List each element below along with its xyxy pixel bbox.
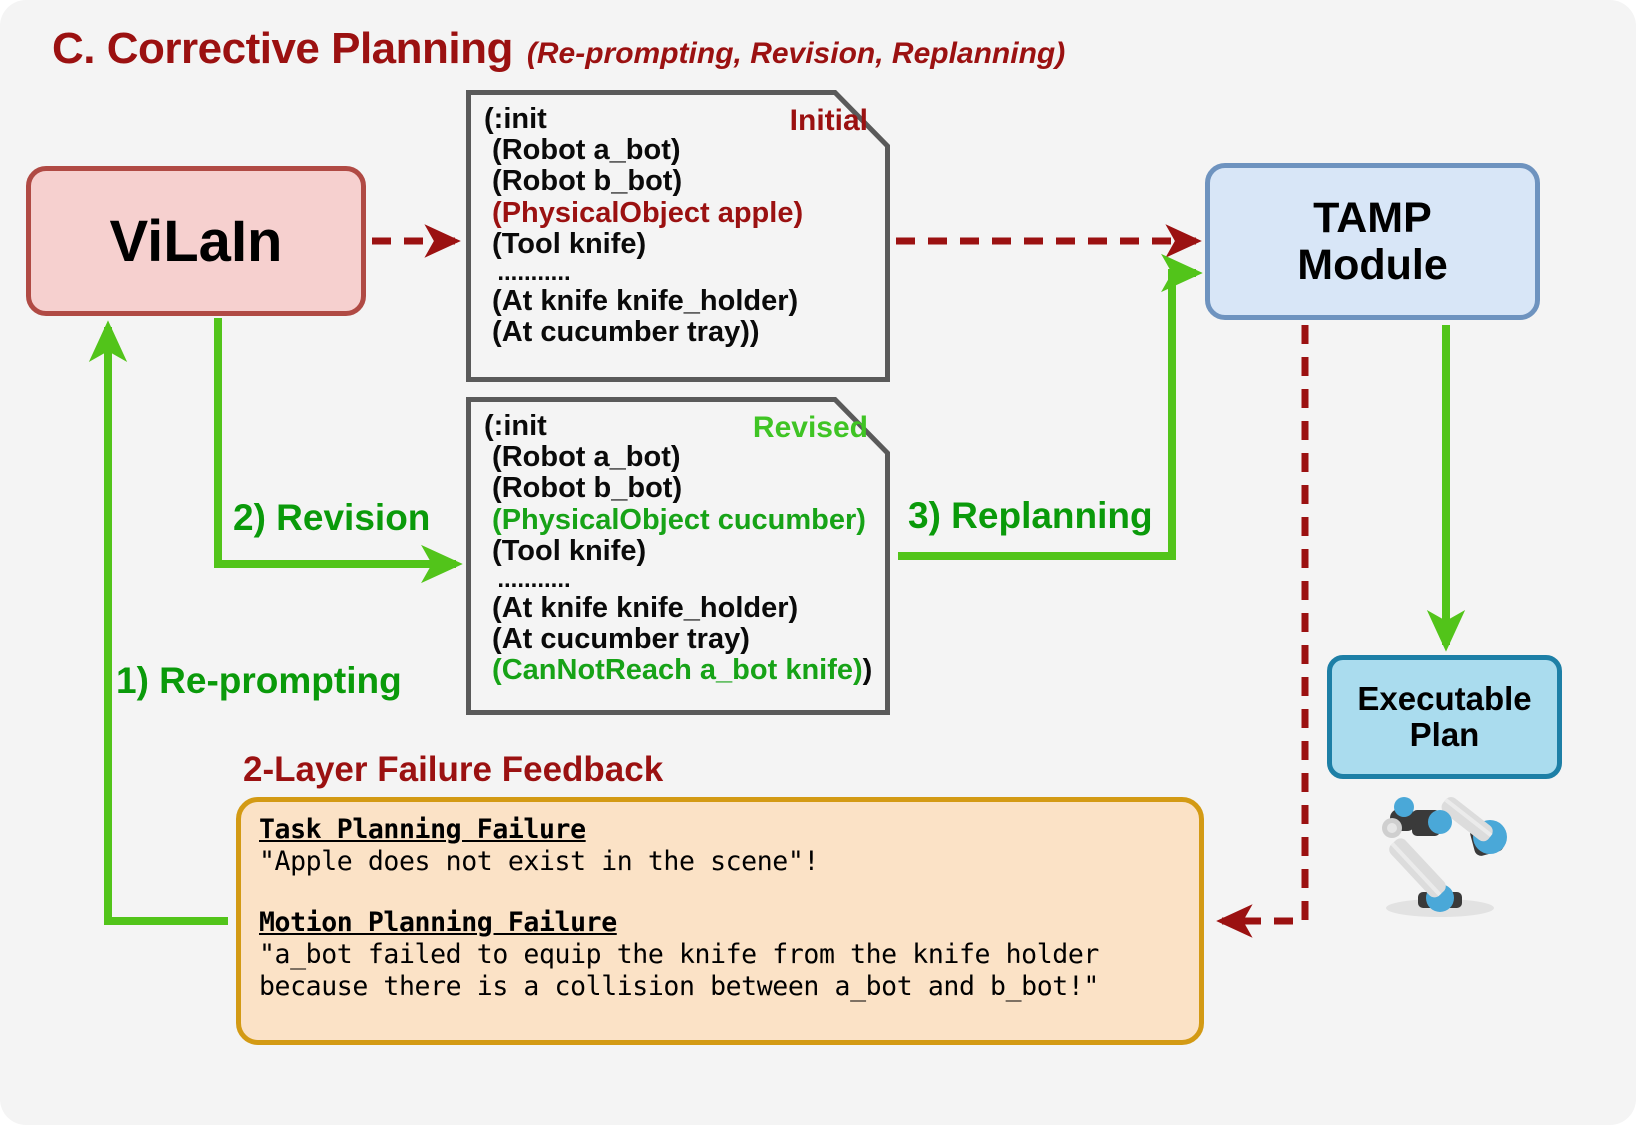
node-tamp-module[interactable]: TAMP Module bbox=[1205, 163, 1540, 320]
node-vilain[interactable]: ViLaIn bbox=[26, 166, 366, 316]
document-shape-revised bbox=[466, 397, 890, 715]
document-line: (Robot b_bot) bbox=[484, 472, 683, 505]
document-line: (At knife knife_holder) bbox=[484, 591, 799, 624]
section-title: C. Corrective Planning (Re-prompting, Re… bbox=[52, 24, 1065, 74]
node-tamp-label: TAMP Module bbox=[1297, 194, 1448, 289]
document-body-initial: (:init (Robot a_bot) (Robot b_bot) (Phys… bbox=[466, 90, 890, 348]
task-planning-failure-title: Task Planning Failure bbox=[259, 814, 586, 845]
document-line: (Tool knife) bbox=[484, 534, 647, 567]
label-reprompting: 1) Re-prompting bbox=[116, 660, 402, 701]
motion-planning-failure-text: "a_bot failed to equip the knife from th… bbox=[259, 938, 1099, 1003]
page-title: C. Corrective Planning bbox=[52, 24, 513, 73]
label-replanning: 3) Replanning bbox=[908, 495, 1153, 536]
feedback-spacer bbox=[259, 879, 1183, 907]
document-revised-problem[interactable]: Revised (:init (Robot a_bot) (Robot b_bo… bbox=[466, 397, 890, 715]
document-line: (At cucumber tray) bbox=[484, 622, 750, 655]
document-line: (CanNotReach a_bot knife)) bbox=[484, 654, 873, 686]
document-line: (Robot a_bot) bbox=[484, 134, 681, 167]
document-line: (:init bbox=[484, 410, 547, 442]
document-body-revised: (:init (Robot a_bot) (Robot b_bot) (Phys… bbox=[466, 397, 890, 686]
feedback-heading: 2-Layer Failure Feedback bbox=[243, 750, 664, 789]
feedback-panel[interactable]: Task Planning Failure "Apple does not ex… bbox=[236, 797, 1204, 1045]
document-line: (:init bbox=[484, 103, 547, 135]
document-line: (At cucumber tray)) bbox=[484, 315, 760, 348]
arrow-feedback-to-vilain bbox=[88, 320, 228, 925]
motion-planning-failure-title: Motion Planning Failure bbox=[259, 906, 617, 938]
document-initial-problem[interactable]: Initial (:init (Robot a_bot) (Robot b_bo… bbox=[466, 90, 890, 382]
document-shape-initial bbox=[466, 90, 890, 382]
page-subtitle: (Re-prompting, Revision, Replanning) bbox=[526, 37, 1066, 70]
label-revision: 2) Revision bbox=[233, 497, 431, 538]
document-line: (PhysicalObject cucumber) bbox=[484, 503, 866, 536]
node-executable-plan[interactable]: Executable Plan bbox=[1327, 655, 1562, 779]
node-vilain-label: ViLaIn bbox=[109, 208, 283, 274]
document-line: ........... bbox=[484, 565, 571, 593]
document-line: ........... bbox=[484, 258, 571, 286]
task-planning-failure-text: "Apple does not exist in the scene"! bbox=[259, 846, 819, 878]
node-executable-plan-label: Executable Plan bbox=[1357, 679, 1532, 753]
robot-arm-icon bbox=[1382, 797, 1507, 917]
document-line: (Robot b_bot) bbox=[484, 165, 683, 198]
document-line: (PhysicalObject apple) bbox=[484, 196, 804, 229]
document-tag-revised: Revised bbox=[752, 411, 868, 444]
document-line: (At knife knife_holder) bbox=[484, 284, 799, 317]
arrow-revised-to-tamp bbox=[898, 253, 1203, 560]
arrow-vilain-to-revised bbox=[214, 318, 463, 584]
document-line: (Tool knife) bbox=[484, 227, 647, 260]
document-line: (Robot a_bot) bbox=[484, 441, 681, 474]
arrow-tamp-to-feedback bbox=[1216, 325, 1309, 938]
document-tag-initial: Initial bbox=[789, 104, 868, 137]
